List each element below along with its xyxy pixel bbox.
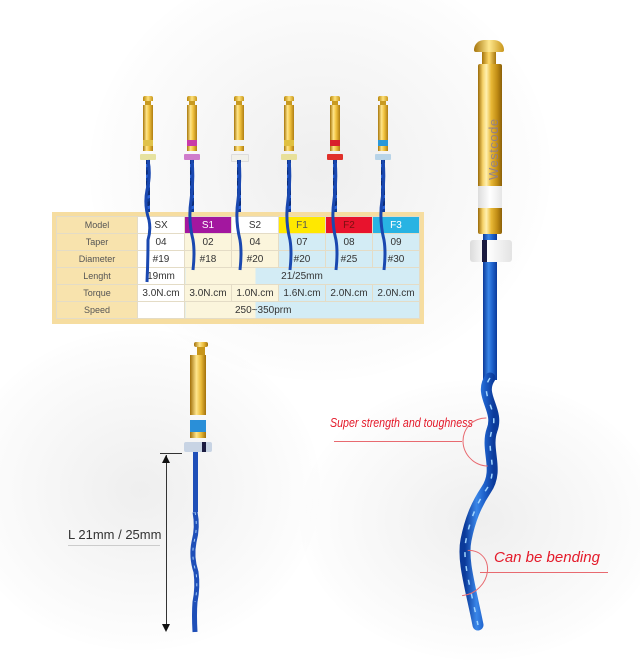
strength-leader-line	[334, 441, 462, 442]
table-row-taper: Taper 04 02 04 07 08 09	[56, 233, 420, 251]
spec-table: Model SX S1 S2 F1 F2 F3 Taper 04 02 04 0…	[52, 212, 424, 324]
model-f1: F1	[278, 216, 326, 234]
table-row-diameter: Diameter #19 #18 #20 #20 #25 #30	[56, 250, 420, 268]
row-label: Model	[56, 216, 138, 234]
table-cell: 19mm	[137, 267, 185, 285]
strength-annotation: Super strength and toughness	[330, 415, 473, 430]
table-cell: 02	[184, 233, 232, 251]
bending-annotation: Can be bending	[494, 549, 600, 566]
stopper-f3	[375, 154, 391, 160]
bending-leader-line	[480, 572, 608, 573]
table-cell	[137, 301, 185, 319]
large-file-neck	[482, 52, 496, 64]
table-row-speed: Speed 250~350prm	[56, 301, 420, 319]
stopper-f2	[327, 154, 343, 160]
model-f2: F2	[325, 216, 373, 234]
stopper-s1	[184, 154, 200, 160]
row-label: Lenght	[56, 267, 138, 285]
large-file-cap	[474, 40, 504, 52]
table-row-length: Lenght 19mm 21/25mm	[56, 267, 420, 285]
table-cell: #25	[325, 250, 373, 268]
row-label: Torque	[56, 284, 138, 302]
model-s1: S1	[184, 216, 232, 234]
model-f3: F3	[372, 216, 420, 234]
table-row-model: Model SX S1 S2 F1 F2 F3	[56, 216, 420, 234]
dimension-tick	[160, 453, 182, 454]
table-cell: 21/25mm	[184, 267, 420, 285]
table-cell: 2.0N.cm	[325, 284, 373, 302]
model-s2: S2	[231, 216, 279, 234]
brand-label: Westcode	[486, 118, 501, 180]
table-cell: 2.0N.cm	[372, 284, 420, 302]
row-label: Taper	[56, 233, 138, 251]
table-cell: #18	[184, 250, 232, 268]
stopper-sx	[140, 154, 156, 160]
table-row-torque: Torque 3.0N.cm 3.0N.cm 1.0N.cm 1.6N.cm 2…	[56, 284, 420, 302]
dimension-line	[166, 455, 167, 630]
length-label: L 21mm / 25mm	[68, 527, 162, 542]
arrow-down-icon	[162, 624, 170, 632]
table-cell: 08	[325, 233, 373, 251]
table-cell: 07	[278, 233, 326, 251]
table-cell: 3.0N.cm	[137, 284, 185, 302]
large-file-stopper	[470, 240, 512, 262]
table-cell: #19	[137, 250, 185, 268]
large-file-band	[478, 186, 502, 208]
table-cell: #20	[278, 250, 326, 268]
row-label: Speed	[56, 301, 138, 319]
stopper-f1	[281, 154, 297, 160]
table-cell: 04	[231, 233, 279, 251]
table-cell: 250~350prm	[184, 301, 420, 319]
table-cell: #20	[231, 250, 279, 268]
model-sx: SX	[137, 216, 185, 234]
arrow-up-icon	[162, 455, 170, 463]
table-cell: 04	[137, 233, 185, 251]
length-underline	[68, 545, 160, 546]
background-shape	[0, 330, 320, 650]
table-cell: 1.0N.cm	[231, 284, 279, 302]
table-cell: #30	[372, 250, 420, 268]
table-cell: 1.6N.cm	[278, 284, 326, 302]
table-cell: 09	[372, 233, 420, 251]
row-label: Diameter	[56, 250, 138, 268]
table-cell: 3.0N.cm	[184, 284, 232, 302]
